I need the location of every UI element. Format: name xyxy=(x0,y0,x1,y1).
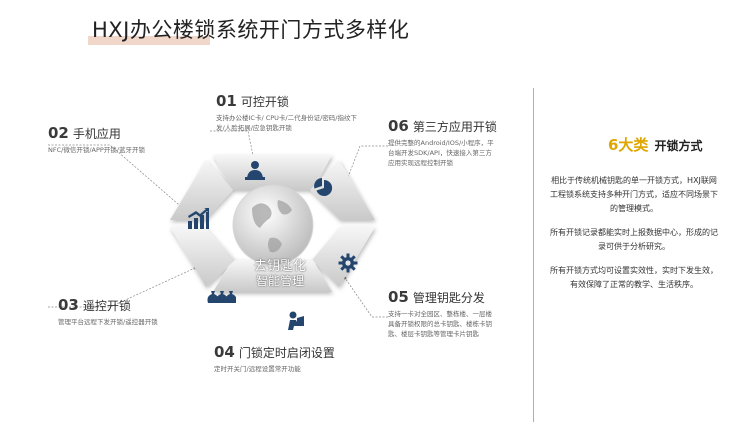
person-laptop-icon xyxy=(288,311,304,330)
connector-05 xyxy=(344,277,388,318)
feature-02: 02 手机应用 NFC/微信开锁/APP开锁/蓝牙开锁 xyxy=(48,124,168,155)
feature-04-name: 门锁定时启闭设置 xyxy=(238,346,335,360)
feature-04-desc: 定时开关门/远程设置常开功能 xyxy=(214,365,301,373)
title-underline xyxy=(88,36,210,45)
summary-title: 6大类开锁方式 xyxy=(608,134,702,155)
feature-06-num: 06 xyxy=(388,117,409,135)
money-bags-icon xyxy=(207,291,236,303)
feature-06-desc: 提供完整的Android/IOS/小程序，平台端开发SDK/API，快速接入第三… xyxy=(388,139,494,167)
connector-01 xyxy=(210,130,256,166)
summary-title-text: 开锁方式 xyxy=(654,139,703,153)
globe xyxy=(232,184,314,266)
feature-01-name: 可控开锁 xyxy=(240,95,289,109)
feature-05: 05 管理钥匙分发 支持一卡对全园区、整栋楼、一层楼具备开锁权限的总卡钥匙、楼栋… xyxy=(388,288,498,339)
bar-chart-up-icon xyxy=(188,208,209,229)
segment-bottom xyxy=(213,260,332,292)
feature-04-num: 04 xyxy=(214,343,235,361)
segment-upper-left xyxy=(170,160,233,220)
feature-02-desc: NFC/微信开锁/APP开锁/蓝牙开锁 xyxy=(48,146,145,154)
feature-02-num: 02 xyxy=(48,124,69,142)
feature-05-name: 管理钥匙分发 xyxy=(412,291,485,305)
feature-01: 01 可控开锁 支持办公楼IC卡/ CPU卡/二代身份证/密码/指纹下发/人脸拓… xyxy=(216,92,358,133)
summary-paragraph-3: 所有开锁方式均可设置实效性，实时下发生效，有效保障了正常的教学、生活秩序。 xyxy=(550,266,718,289)
segment-top xyxy=(213,155,332,190)
feature-03: 03 遥控开锁 管理平台远程下发开锁/遥控器开锁 xyxy=(58,296,173,327)
feature-02-name: 手机应用 xyxy=(72,127,121,141)
feature-04: 04 门锁定时启闭设置 定时开关门/远程设置常开功能 xyxy=(214,343,364,374)
feature-01-num: 01 xyxy=(216,92,237,110)
segment-lower-left xyxy=(170,227,235,287)
feature-01-desc: 支持办公楼IC卡/ CPU卡/二代身份证/密码/指纹下发/人脸拓展/应急钥匙开锁 xyxy=(216,114,357,132)
connector-03 xyxy=(48,267,196,308)
summary-highlight: 6大类 xyxy=(608,136,649,154)
vertical-divider xyxy=(533,88,534,422)
feature-06-name: 第三方应用开锁 xyxy=(412,120,497,134)
gear-icon xyxy=(338,253,358,273)
feature-06: 06 第三方应用开锁 提供完整的Android/IOS/小程序，平台端开发SDK… xyxy=(388,117,497,168)
person-desk-icon xyxy=(245,161,265,180)
feature-05-desc: 支持一卡对全园区、整栋楼、一层楼具备开锁权限的总卡钥匙、楼栋卡钥匙、楼层卡钥匙等… xyxy=(388,310,492,338)
segment-upper-right xyxy=(310,160,375,220)
connector-06 xyxy=(342,145,388,191)
feature-03-name: 遥控开锁 xyxy=(82,299,131,313)
feature-05-num: 05 xyxy=(388,288,409,306)
center-text-line2: 智能管理 xyxy=(255,274,304,288)
feature-03-desc: 管理平台远程下发开锁/遥控器开锁 xyxy=(58,318,158,326)
summary-paragraph-2: 所有开锁记录都能实时上报数据中心，形成的记录可供于分析研究。 xyxy=(550,228,718,251)
summary-paragraph-1: 相比于传统机械钥匙的单一开锁方式，HXJ联网工程锁系统支持多种开门方式，适应不同… xyxy=(550,176,718,213)
feature-03-num: 03 xyxy=(58,296,79,314)
pie-chart-icon xyxy=(314,178,333,196)
page-title: HXJ办公楼锁系统开门方式多样化 xyxy=(92,18,410,42)
center-text-line1: 去钥匙化 xyxy=(253,259,306,274)
